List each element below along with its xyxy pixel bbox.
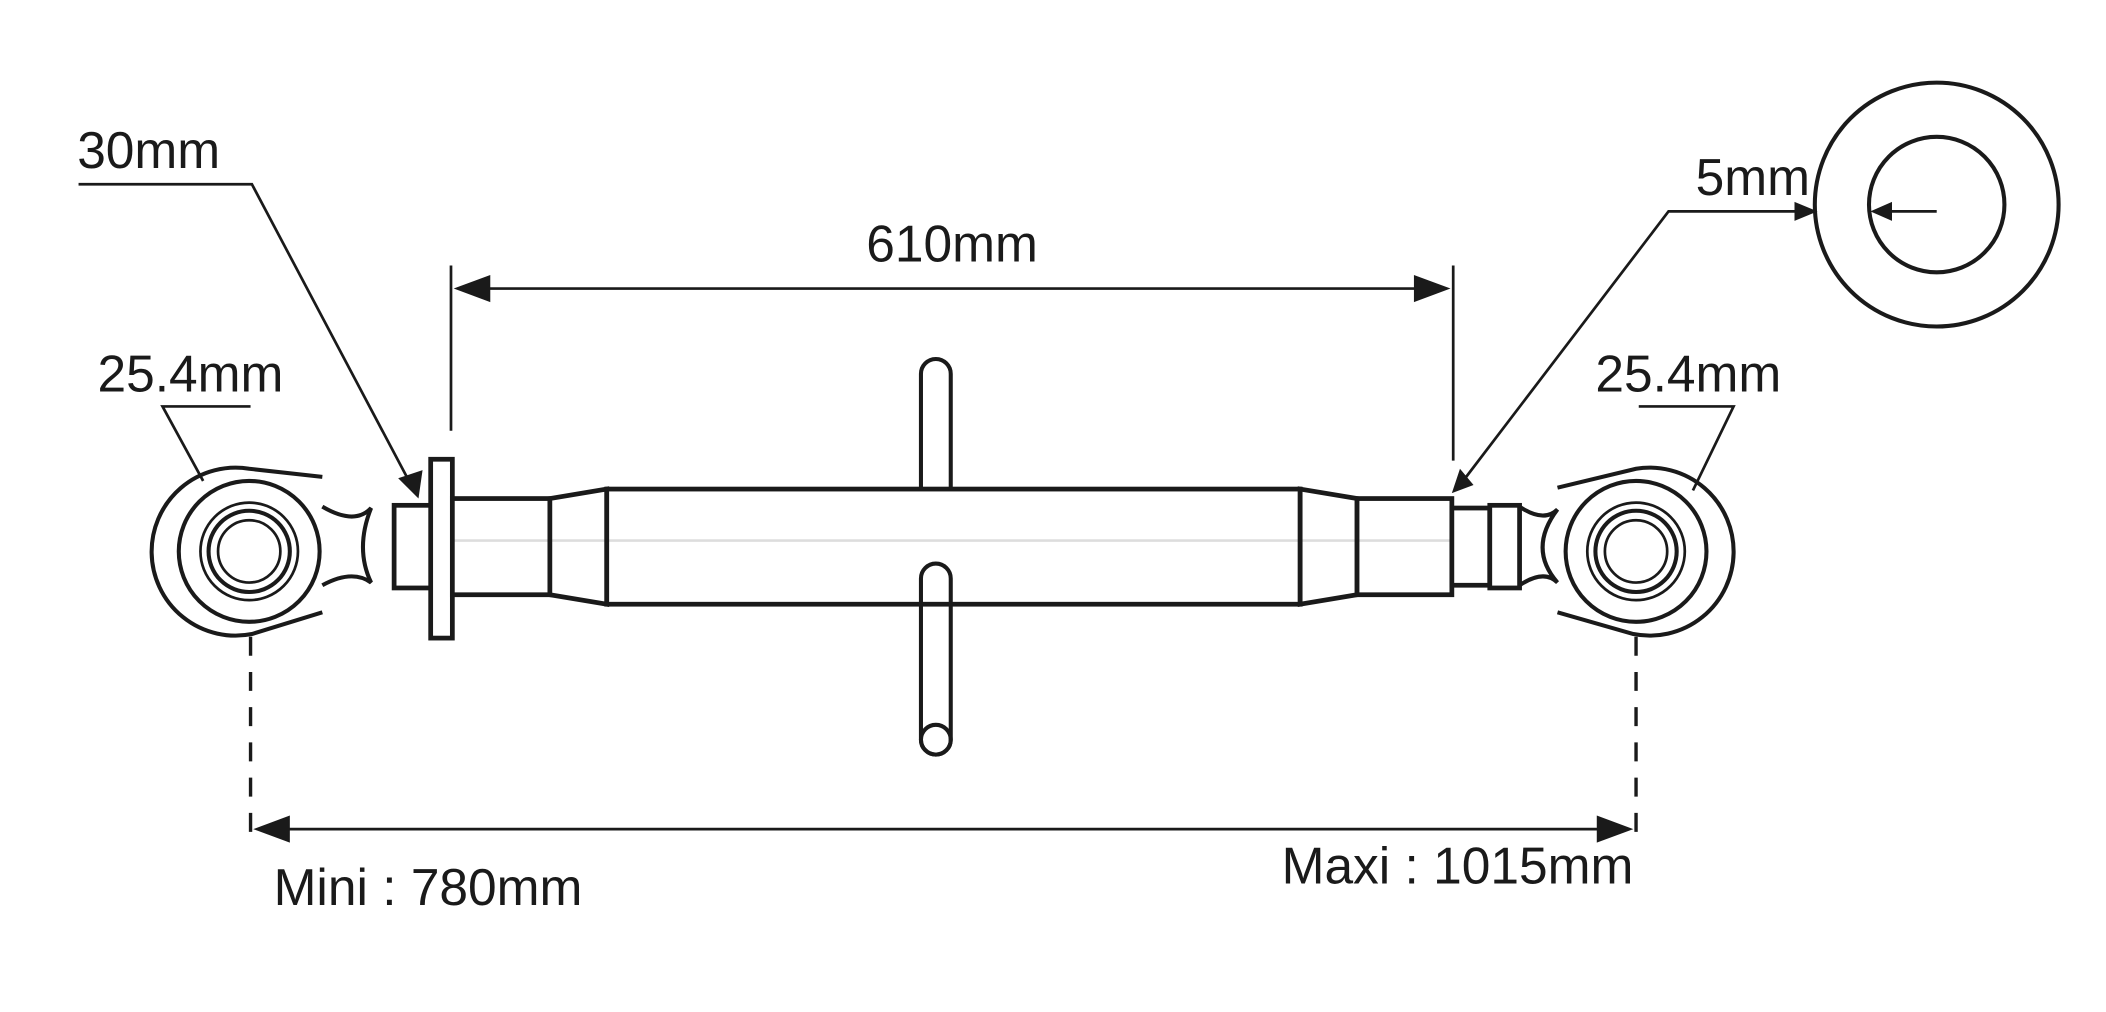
- overall-length-dimension: Mini : 780mm Maxi : 1015mm: [248, 636, 1638, 916]
- tube-cross-section: [1812, 80, 2061, 329]
- wall-thickness-label: 5mm: [1696, 148, 1810, 206]
- tube-length-label: 610mm: [866, 214, 1038, 272]
- tube-length-dimension: 610mm: [449, 214, 1455, 461]
- left-ball-hole-callout: 25.4mm: [98, 345, 284, 482]
- min-length-label: Mini : 780mm: [274, 858, 583, 916]
- right-ball-hole-label: 25.4mm: [1595, 345, 1781, 403]
- max-length-label: Maxi : 1015mm: [1282, 836, 1634, 894]
- right-ball-end: [1449, 465, 1736, 638]
- left-ball-hole-label: 25.4mm: [98, 345, 284, 403]
- thread-diameter-callout: 30mm: [77, 121, 423, 499]
- turnbuckle-body: [449, 486, 1455, 608]
- thread-diameter-label: 30mm: [77, 121, 220, 179]
- handle: [918, 357, 953, 757]
- right-ball-hole-callout: 25.4mm: [1595, 345, 1781, 492]
- wall-thickness-callout: 5mm: [1451, 148, 1818, 494]
